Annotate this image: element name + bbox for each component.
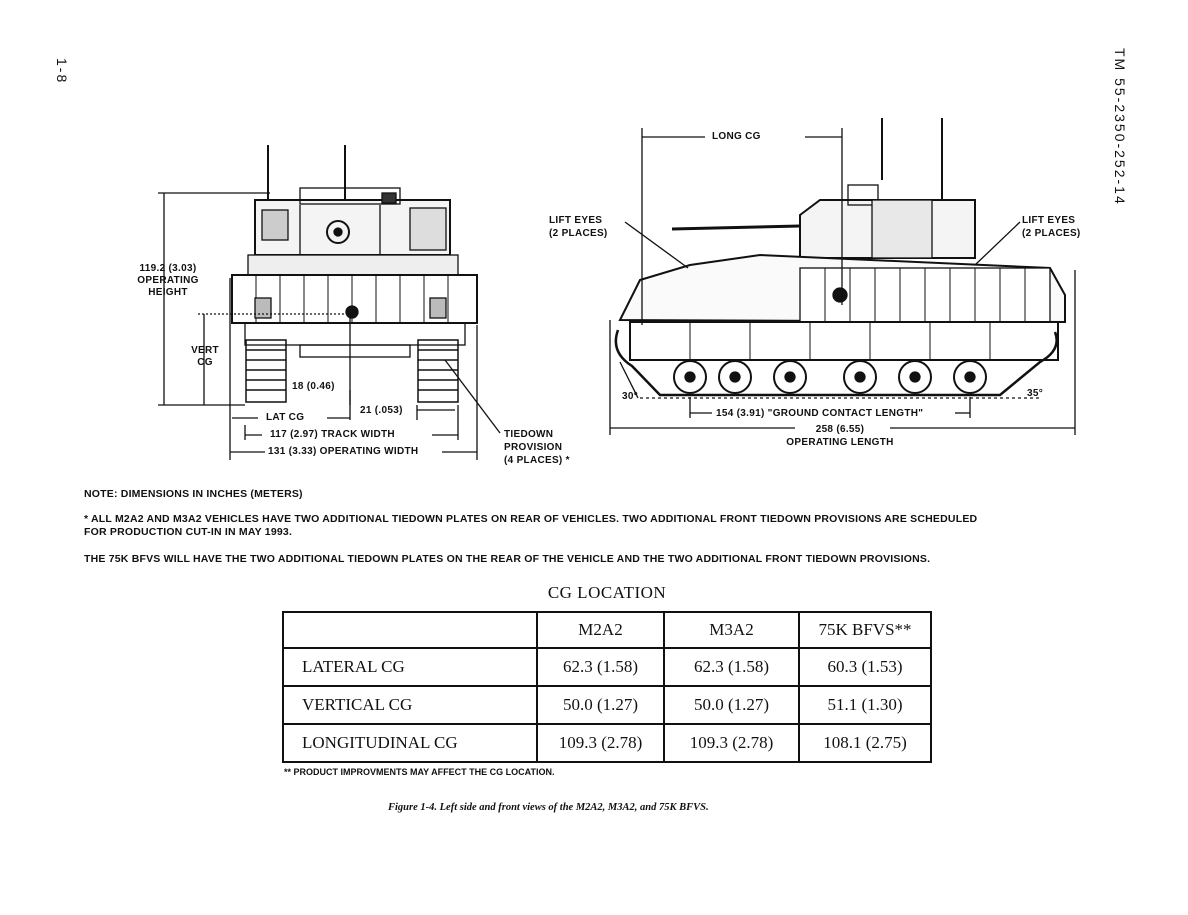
front-view-vehicle-drawing (158, 145, 501, 460)
note-75k-bfvs: THE 75K BFVS WILL HAVE THE TWO ADDITIONA… (84, 553, 931, 565)
note-tiedown-plates: * ALL M2A2 AND M3A2 VEHICLES HAVE TWO AD… (84, 513, 978, 538)
cell-value: 62.3 (1.58) (536, 647, 665, 687)
table-header-m2a2: M2A2 (536, 611, 665, 649)
table-row: LATERAL CG 62.3 (1.58) 62.3 (1.58) 60.3 … (282, 647, 932, 687)
vert-cg-label: VERT CG (191, 345, 219, 368)
cell-value: 51.1 (1.30) (798, 685, 932, 725)
side-view-vehicle-drawing (609, 118, 1076, 435)
cell-value: 50.0 (1.27) (663, 685, 800, 725)
row-label: LONGITUDINAL CG (282, 723, 538, 763)
lat-cg-label: LAT CG (266, 412, 305, 423)
front-angle-label: 30° (622, 391, 639, 402)
row-label: VERTICAL CG (282, 685, 538, 725)
cg-location-table: M2A2 M3A2 75K BFVS** LATERAL CG 62.3 (1.… (282, 611, 932, 763)
table-header-m3a2: M3A2 (663, 611, 800, 649)
track-width-label: 117 (2.97) TRACK WIDTH (270, 429, 395, 440)
cell-value: 108.1 (2.75) (798, 723, 932, 763)
page-number: 1-8 (54, 58, 70, 85)
cell-value: 109.3 (2.78) (663, 723, 800, 763)
ground-clearance-label: 18 (0.46) (292, 381, 335, 392)
long-cg-label: LONG CG (712, 131, 761, 142)
manual-id: TM 55-2350-252-14 (1112, 48, 1128, 206)
cell-value: 62.3 (1.58) (663, 647, 800, 687)
operating-length-label: 258 (6.55) OPERATING LENGTH (786, 424, 894, 448)
table-row: LONGITUDINAL CG 109.3 (2.78) 109.3 (2.78… (282, 723, 932, 763)
table-footnote: ** PRODUCT IMPROVMENTS MAY AFFECT THE CG… (284, 767, 555, 777)
cell-value: 60.3 (1.53) (798, 647, 932, 687)
ground-contact-label: 154 (3.91) "GROUND CONTACT LENGTH" (716, 408, 924, 419)
tiedown-label: TIEDOWN PROVISION (4 PLACES) * (504, 429, 570, 466)
table-header-75k: 75K BFVS** (798, 611, 932, 649)
operating-height-label: 119.2 (3.03) OPERATING HEIGHT (137, 263, 199, 298)
table-title: CG LOCATION (547, 583, 667, 602)
lift-eyes-right-label: LIFT EYES (2 PLACES) (1022, 215, 1081, 239)
table-header-blank (282, 611, 538, 649)
table-header-row: M2A2 M3A2 75K BFVS** (282, 611, 932, 649)
row-label: LATERAL CG (282, 647, 538, 687)
lift-eyes-left-label: LIFT EYES (2 PLACES) (549, 215, 608, 239)
rear-angle-label: 35° (1027, 388, 1044, 399)
note-dimensions: NOTE: DIMENSIONS IN INCHES (METERS) (84, 488, 303, 500)
operating-width-label: 131 (3.33) OPERATING WIDTH (268, 446, 419, 457)
cell-value: 50.0 (1.27) (536, 685, 665, 725)
table-row: VERTICAL CG 50.0 (1.27) 50.0 (1.27) 51.1… (282, 685, 932, 725)
figure-caption: Figure 1-4. Left side and front views of… (388, 802, 709, 813)
cell-value: 109.3 (2.78) (536, 723, 665, 763)
lat-cg-offset-label: 21 (.053) (360, 405, 403, 416)
